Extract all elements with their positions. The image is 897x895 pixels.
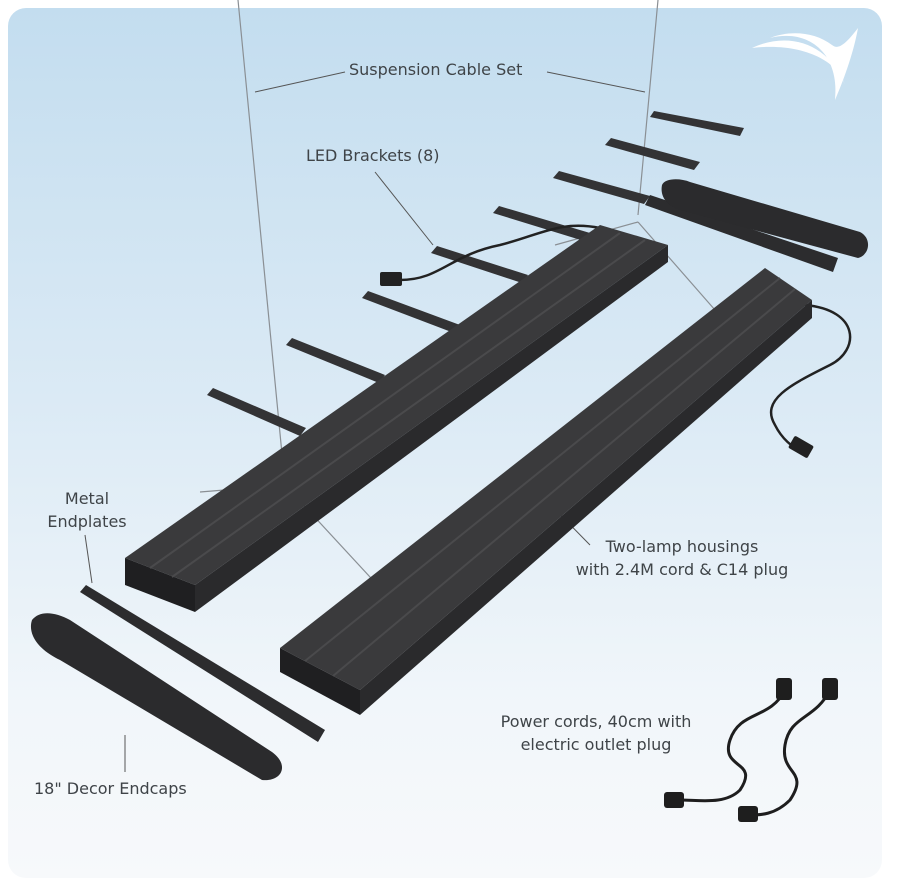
housing-cords (399, 224, 852, 456)
decor-endcap (30, 613, 283, 781)
led-bracket (362, 291, 460, 333)
outlet-plug-icon (776, 678, 792, 700)
label-line: Endplates (47, 512, 127, 531)
brand-logo-icon (752, 28, 858, 100)
led-bracket (431, 246, 528, 283)
label-line: Metal (64, 489, 110, 508)
label-decor-endcaps: 18" Decor Endcaps (34, 779, 187, 798)
label-two-lamp-housings: Two-lamp housings with 2.4M cord & C14 p… (566, 535, 798, 581)
outlet-plug-icon (664, 792, 684, 808)
product-diagram-card (8, 8, 882, 878)
c14-plug-icon (788, 436, 814, 458)
label-suspension-cable-set: Suspension Cable Set (349, 60, 523, 79)
lamp-housing (125, 225, 668, 612)
led-bracket (493, 206, 590, 241)
led-brackets (207, 111, 744, 436)
outlet-plug-icon (822, 678, 838, 700)
led-bracket (207, 388, 306, 436)
lamp-housing (280, 268, 812, 715)
label-power-cords: Power cords, 40cm with electric outlet p… (480, 710, 712, 756)
label-line: with 2.4M cord & C14 plug (575, 560, 789, 579)
metal-endplate (80, 585, 325, 742)
label-line: Two-lamp housings (605, 537, 759, 556)
c14-plug-icon (380, 272, 402, 286)
led-bracket (650, 111, 744, 136)
label-metal-endplates: Metal Endplates (42, 487, 132, 533)
metal-endplate (645, 195, 838, 272)
led-bracket (286, 338, 385, 383)
outlet-plug-icon (738, 806, 758, 822)
led-bracket (553, 171, 650, 204)
led-bracket (605, 138, 700, 170)
label-line: electric outlet plug (520, 735, 672, 754)
power-cords (679, 689, 832, 817)
decor-endcap (661, 179, 869, 258)
label-line: Power cords, 40cm with (500, 712, 692, 731)
label-led-brackets: LED Brackets (8) (306, 146, 440, 165)
